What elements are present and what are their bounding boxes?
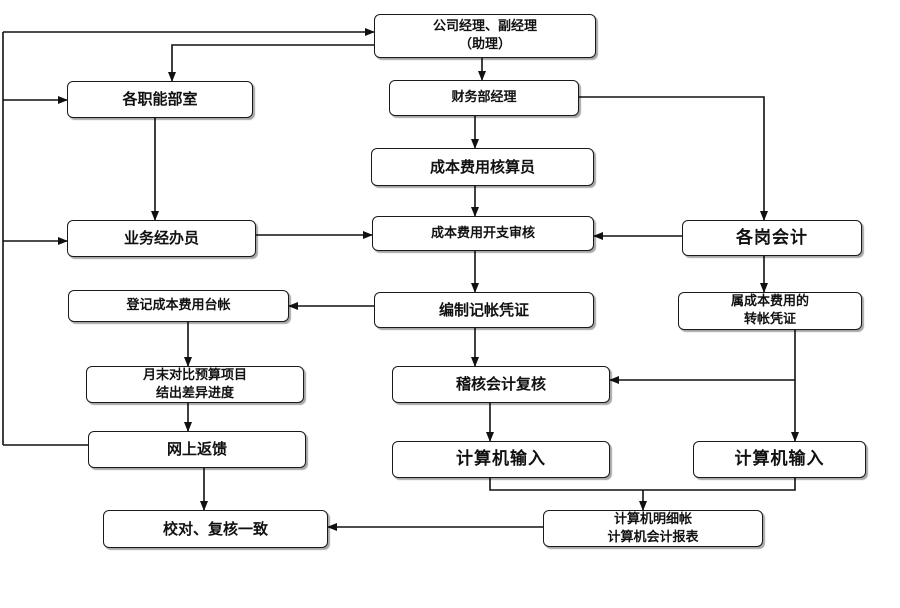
node-computer-ledger-reports: 计算机明细帐 计算机会计报表: [543, 510, 763, 547]
node-business-clerk: 业务经办员: [67, 220, 256, 257]
arrow-mgr-to-dept: [168, 44, 374, 82]
arrow-fin-to-posts: [579, 96, 768, 221]
node-post-accountants: 各岗会计: [682, 220, 862, 256]
node-functional-departments: 各职能部室: [67, 81, 253, 118]
node-company-managers: 公司经理、副经理 （助理）: [374, 14, 596, 58]
node-month-end-budget-compare: 月末对比预算项目 结出差异进度: [86, 366, 304, 403]
node-online-feedback: 网上返馈: [88, 431, 306, 468]
node-cost-accountant: 成本费用核算员: [371, 148, 594, 186]
node-cost-expense-review: 成本费用开支审核: [372, 216, 594, 251]
node-audit-accountant-review: 稽核会计复核: [392, 366, 610, 403]
node-computer-input-2: 计算机输入: [693, 441, 866, 478]
node-finance-manager: 财务部经理: [389, 80, 579, 116]
node-computer-input-1: 计算机输入: [392, 441, 610, 478]
node-transfer-voucher: 属成本费用的 转帐凭证: [678, 292, 862, 330]
node-cost-ledger-register: 登记成本费用台帐: [68, 290, 289, 322]
node-prepare-voucher: 编制记帐凭证: [374, 292, 594, 328]
node-check-consistent: 校对、复核一致: [103, 510, 328, 548]
merge-inputs-line: [489, 478, 796, 491]
